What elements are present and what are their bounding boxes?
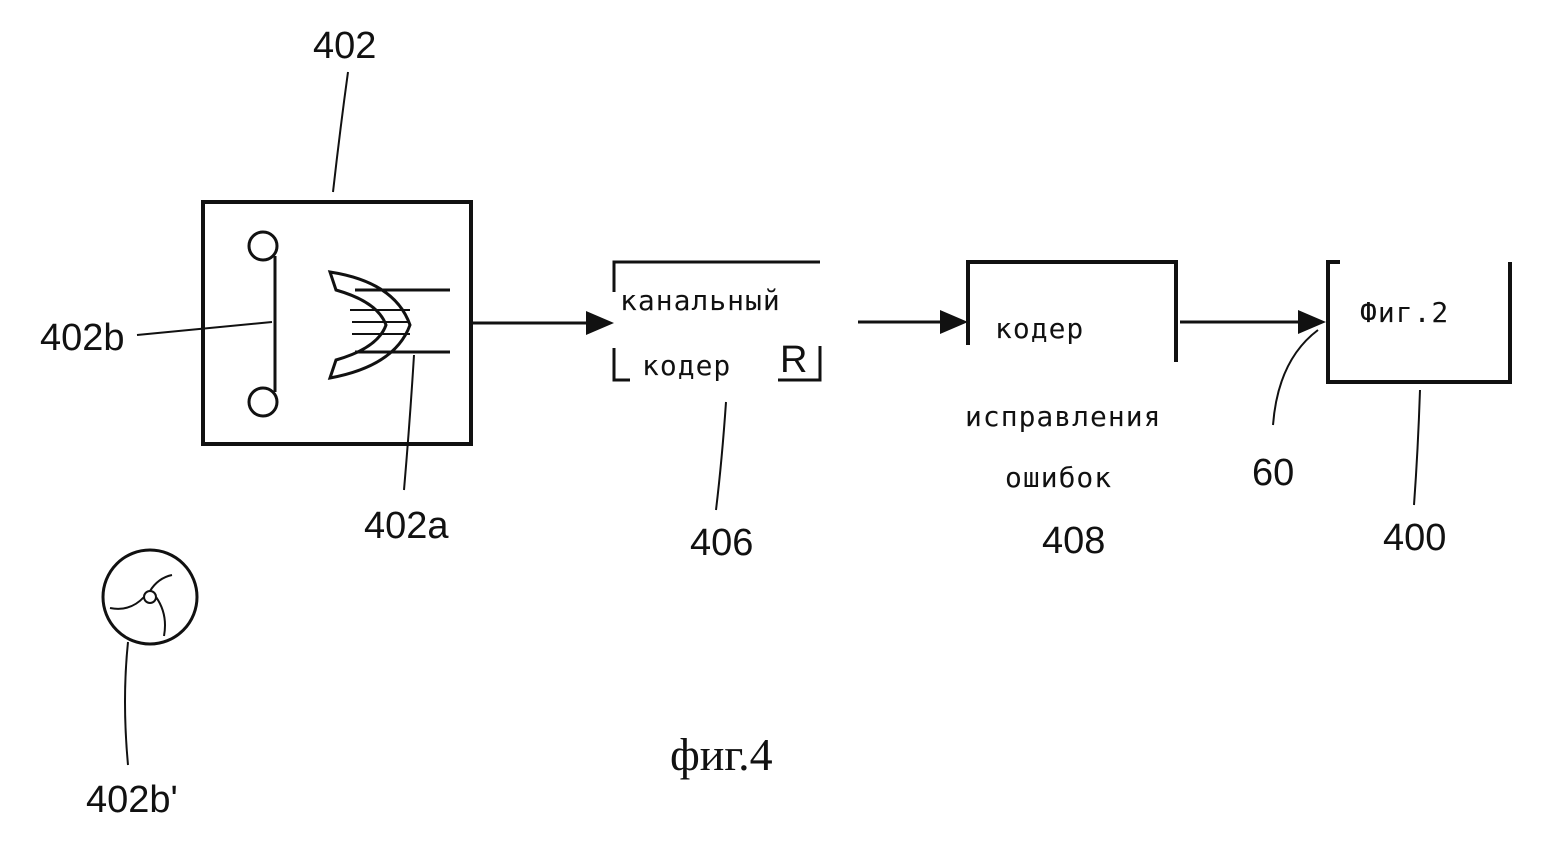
channel-coder-mark: R <box>780 339 807 381</box>
leader-400 <box>1413 389 1421 506</box>
disc-spiral-icon <box>109 574 173 637</box>
ref-406: 406 <box>690 522 753 564</box>
leader-402b <box>136 321 273 336</box>
ref-402a: 402a <box>364 505 449 547</box>
reel-top-icon <box>247 230 279 262</box>
ref-402: 402 <box>313 25 376 67</box>
ref-408: 408 <box>1042 520 1105 562</box>
source-device-frame <box>201 200 473 446</box>
target-device-400 <box>1326 260 1512 384</box>
leader-402a <box>403 354 415 491</box>
channel-coder-label-1: канальный <box>620 284 781 317</box>
ref-60: 60 <box>1252 452 1294 494</box>
arrowhead-2-icon <box>940 310 968 334</box>
channel-coder-406 <box>612 260 822 382</box>
leader-406 <box>715 401 727 511</box>
leader-402 <box>332 71 349 193</box>
ecc-coder-label-1: кодер <box>995 312 1084 345</box>
ecc-coder-label-3: ошибок <box>1005 461 1112 494</box>
ecc-coder-408 <box>966 260 1178 362</box>
read-head-icon <box>327 270 412 380</box>
ref-400: 400 <box>1383 517 1446 559</box>
source-device-402 <box>201 200 473 446</box>
target-device-frame <box>1326 260 1512 384</box>
leader-60 <box>1272 329 1319 426</box>
disc-icon <box>101 548 199 646</box>
ref-402b: 402b <box>40 317 125 359</box>
channel-coder-label-2: кодер <box>642 349 731 382</box>
disc-402b-prime <box>101 548 199 646</box>
figure-caption: фиг.4 <box>670 729 773 780</box>
ref-402b-prime: 402b' <box>86 779 178 821</box>
arrowhead-1-icon <box>586 311 614 335</box>
ecc-coder-frame-left <box>966 260 1178 362</box>
channel-coder-frame-bottom <box>612 346 822 382</box>
arrowhead-3-icon <box>1298 310 1326 334</box>
ecc-coder-label-2: исправления <box>965 400 1161 433</box>
leader-402b-prime <box>124 641 129 766</box>
channel-coder-frame <box>612 260 820 292</box>
disc-hub-icon <box>143 590 157 604</box>
reel-bottom-icon <box>247 386 279 418</box>
target-label: Фиг.2 <box>1360 296 1449 329</box>
